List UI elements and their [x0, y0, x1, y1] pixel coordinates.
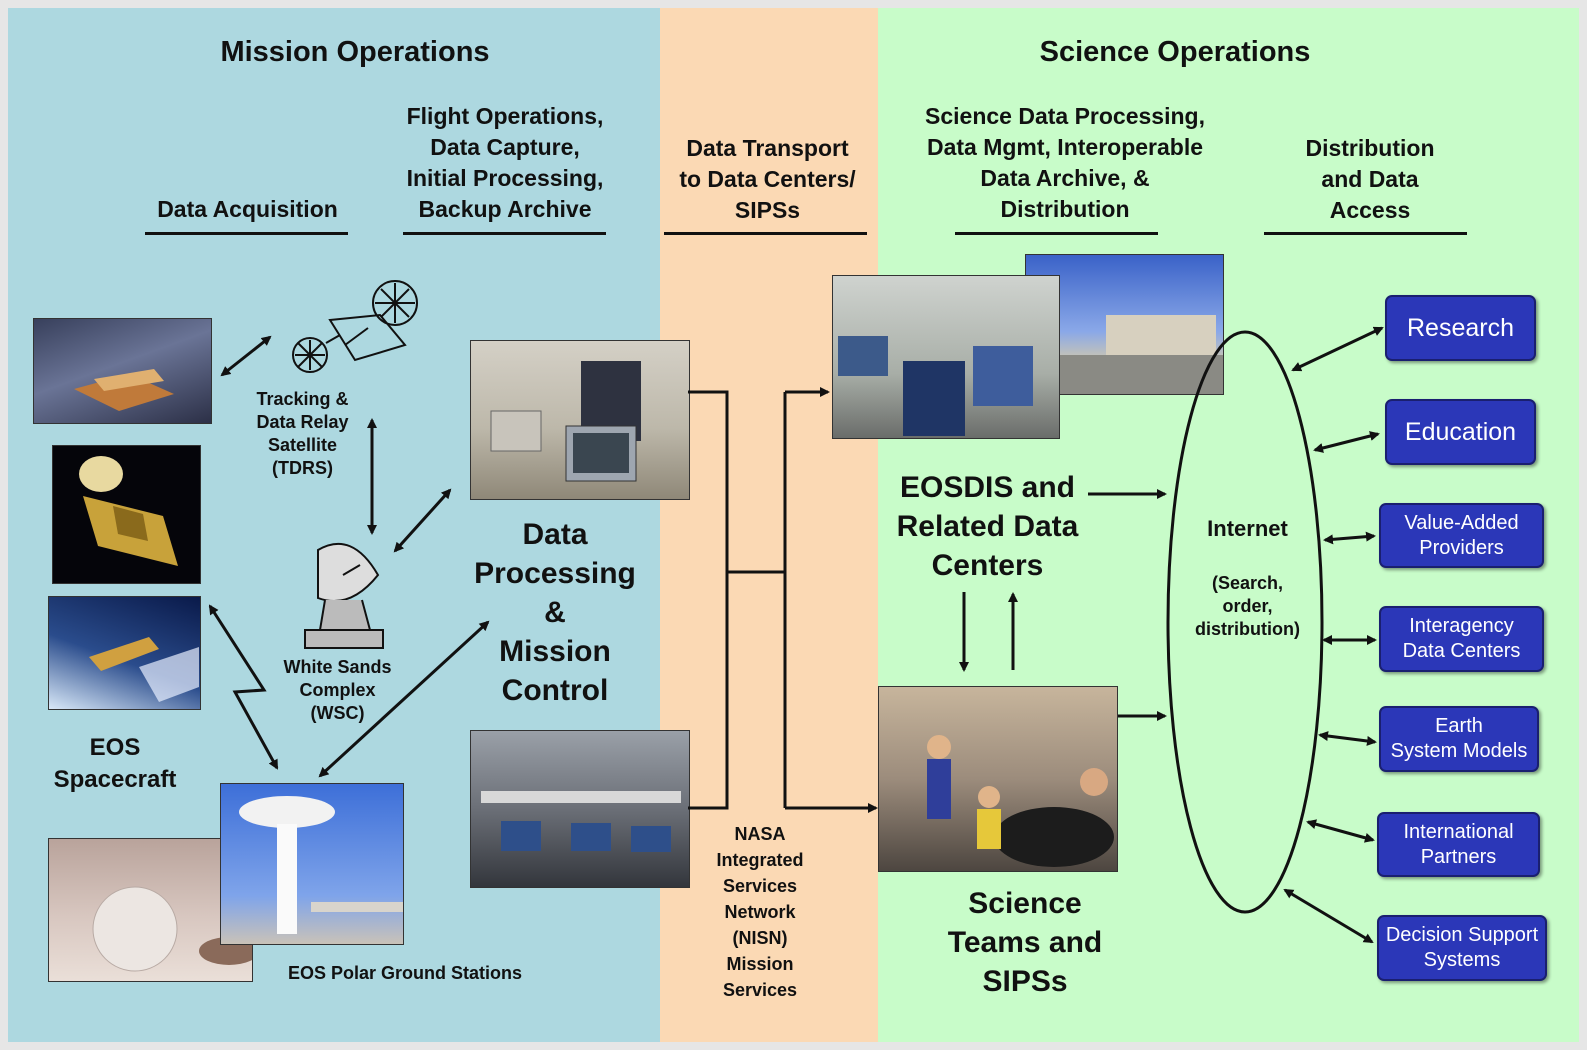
flight-operations-rule: [403, 232, 606, 235]
processing-center-photo: [470, 340, 690, 500]
data-center-interior-photo: [832, 275, 1060, 439]
education-box: Education: [1385, 399, 1536, 465]
ground-antenna-photo: [220, 783, 404, 945]
internet-sub-label: (Search,order,distribution): [1195, 573, 1300, 639]
antenna-illustration: [239, 796, 403, 934]
computer-room-illustration: [490, 361, 641, 482]
distribution-rule: [1264, 232, 1467, 235]
spacecraft-photo-3: [48, 596, 201, 710]
people-illustration: [927, 735, 1114, 867]
spacecraft-illustration: [74, 369, 174, 411]
server-room-illustration: [838, 336, 1033, 436]
science-processing-heading: Science Data Processing,Data Mgmt, Inter…: [925, 103, 1205, 222]
mission-control-photo: [470, 730, 690, 888]
mission-operations-heading: Mission Operations: [220, 36, 490, 68]
spacecraft-photo-2: [52, 445, 201, 584]
science-processing-rule: [955, 232, 1158, 235]
internet-label: Internet: [1207, 516, 1288, 541]
data-acquisition-heading: Data Acquisition: [157, 196, 338, 222]
control-room-illustration: [481, 791, 681, 852]
flight-operations-heading: Flight Operations,Data Capture,Initial P…: [406, 103, 604, 222]
science-operations-heading: Science Operations: [1039, 36, 1311, 68]
research-box: Research: [1385, 295, 1536, 361]
satellite-illustration: [79, 456, 178, 566]
data-acquisition-rule: [145, 232, 348, 235]
science-teams-photo: [878, 686, 1118, 872]
spacecraft-orbit-illustration: [89, 637, 199, 702]
polar-ground-stations-label: EOS Polar Ground Stations: [287, 963, 523, 983]
spacecraft-photo-1: [33, 318, 212, 424]
data-transport-rule: [664, 232, 867, 235]
